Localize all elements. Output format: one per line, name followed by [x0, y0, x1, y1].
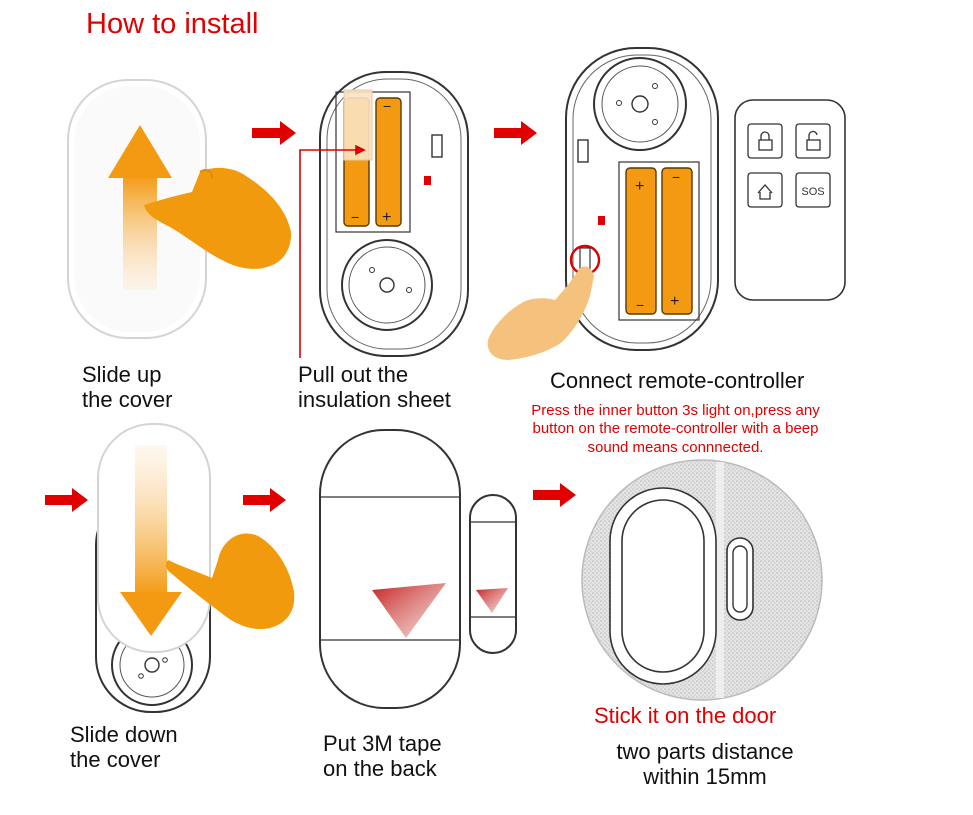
sos-label: SOS — [801, 186, 824, 198]
step5-caption: Put 3M tape on the back — [323, 731, 442, 782]
arrow-right-icon — [45, 488, 88, 512]
hand-icon — [487, 266, 594, 360]
step3-device: + − − + — [565, 47, 719, 351]
hand-icon — [165, 533, 295, 630]
arrow-down-icon — [120, 445, 182, 636]
battery-plus-label: + — [635, 178, 644, 195]
arrow-right-icon — [252, 121, 296, 145]
pointer-line — [299, 144, 366, 358]
home-button — [747, 172, 783, 208]
page-title: How to install — [86, 8, 259, 40]
step6-door — [581, 459, 823, 701]
sos-button: SOS — [795, 172, 831, 208]
step6-caption: Stick it on the door — [594, 703, 777, 728]
step2-device: − + − — [319, 71, 469, 357]
hand-icon — [144, 167, 292, 269]
step2-caption: Pull out the insulation sheet — [298, 362, 451, 413]
arrow-right-icon — [243, 488, 286, 512]
arrow-up-icon — [108, 125, 172, 290]
step3-caption: Connect remote-controller — [550, 368, 805, 393]
step4-caption: Slide down the cover — [70, 722, 178, 773]
unlock-button — [795, 123, 831, 159]
step1-caption: Slide up the cover — [82, 362, 173, 413]
lock-button — [747, 123, 783, 159]
arrow-right-icon — [533, 483, 576, 507]
arrow-right-icon — [494, 121, 537, 145]
step3-note: Press the inner button 3s light on,press… — [531, 402, 820, 456]
battery-minus-label: − — [672, 169, 680, 185]
remote-controller: SOS — [734, 99, 846, 301]
step5-device — [319, 429, 517, 709]
battery-minus-label: − — [383, 98, 391, 114]
step6-subcaption: two parts distance within 15mm — [616, 739, 794, 790]
battery-plus-label: + — [670, 293, 679, 310]
battery-minus-label: − — [351, 209, 359, 225]
battery-minus-label: − — [636, 297, 644, 313]
battery-plus-label: + — [382, 209, 391, 226]
